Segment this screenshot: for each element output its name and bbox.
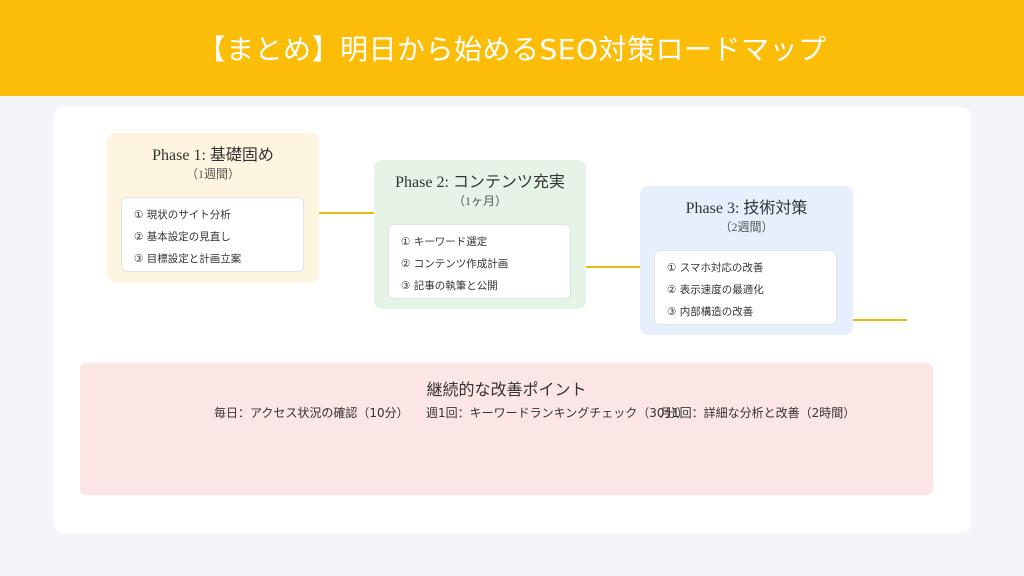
improvement-panel: 継続的な改善ポイント 毎日：アクセス状況の確認（10分） 週1回：キーワードラン… — [80, 363, 933, 495]
phase-2-task-list: ① キーワード選定 ② コンテンツ作成計画 ③ 記事の執筆と公開 — [388, 224, 571, 299]
phase-3-card: Phase 3: 技術対策 （2週間） ① スマホ対応の改善 ② 表示速度の最適… — [640, 186, 853, 335]
improvement-point-monthly: 月1回：詳細な分析と改善（2時間） — [660, 406, 856, 420]
improvement-title: 継続的な改善ポイント — [426, 380, 587, 399]
phase-1-card: Phase 1: 基礎固め （1週間） ① 現状のサイト分析 ② 基本設定の見直… — [107, 133, 319, 282]
connector-line-3-end — [853, 319, 907, 321]
phase-3-title: Phase 3: 技術対策 — [685, 200, 808, 217]
phase-3-duration: （2週間） — [719, 220, 774, 234]
phase-2-card: Phase 2: コンテンツ充実 （1ヶ月） ① キーワード選定 ② コンテンツ… — [374, 160, 586, 309]
task-item: ① 現状のサイト分析 — [134, 209, 231, 221]
header-banner: 【まとめ】明日から始めるSEO対策ロードマップ — [0, 0, 1024, 96]
phase-1-title: Phase 1: 基礎固め — [152, 147, 274, 164]
connector-line-2-3 — [586, 266, 642, 268]
phase-2-duration: （1ヶ月） — [452, 194, 507, 208]
improvement-point-daily: 毎日：アクセス状況の確認（10分） — [214, 406, 409, 420]
improvement-point-weekly: 週1回：キーワードランキングチェック（30分） — [426, 406, 689, 420]
phase-1-task-list: ① 現状のサイト分析 ② 基本設定の見直し ③ 目標設定と計画立案 — [121, 197, 304, 272]
task-item: ① キーワード選定 — [401, 236, 488, 248]
task-item: ③ 目標設定と計画立案 — [134, 253, 242, 265]
phase-2-title: Phase 2: コンテンツ充実 — [395, 174, 565, 191]
task-item: ③ 内部構造の改善 — [667, 306, 754, 318]
page-title: 【まとめ】明日から始めるSEO対策ロードマップ — [197, 33, 827, 66]
task-item: ② 基本設定の見直し — [134, 231, 231, 243]
phase-1-duration: （1週間） — [185, 167, 240, 181]
connector-line-1-2 — [319, 212, 375, 214]
task-item: ③ 記事の執筆と公開 — [401, 280, 498, 292]
task-item: ① スマホ対応の改善 — [667, 262, 764, 274]
task-item: ② コンテンツ作成計画 — [401, 258, 509, 270]
task-item: ② 表示速度の最適化 — [667, 284, 764, 296]
phase-3-task-list: ① スマホ対応の改善 ② 表示速度の最適化 ③ 内部構造の改善 — [654, 250, 837, 325]
